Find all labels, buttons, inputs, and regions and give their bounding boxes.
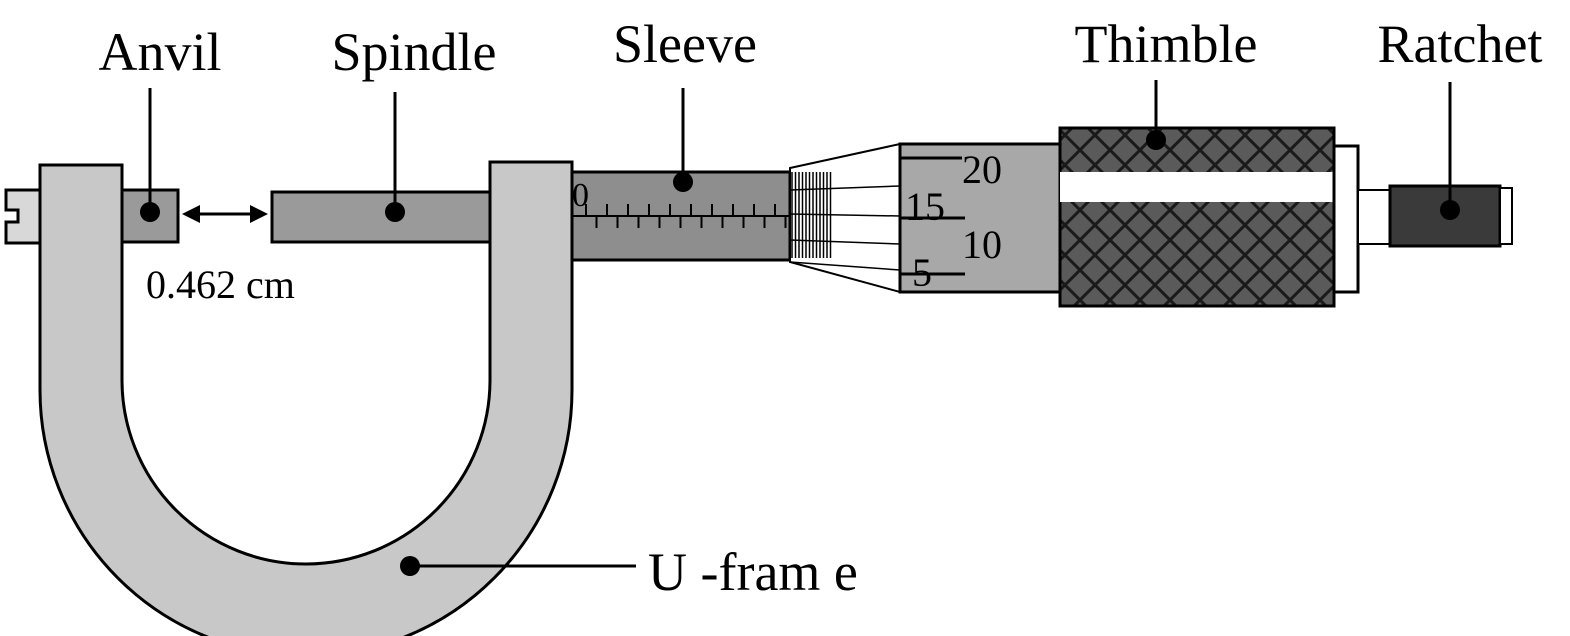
ratchet-collar	[1332, 144, 1360, 294]
frame-end-stub	[4, 188, 42, 245]
sleeve-label: Sleeve	[613, 14, 757, 74]
gap-measurement: 0.462 cm	[146, 262, 295, 307]
thimble-cone-line	[789, 239, 901, 245]
ratchet-end	[1499, 187, 1513, 245]
sleeve-ticks	[585, 204, 787, 228]
thimble-scale-15: 15	[905, 184, 945, 229]
thimble-grip-stripe	[1060, 172, 1334, 202]
gap-arrow	[182, 205, 268, 223]
u-frame-body	[38, 160, 574, 636]
u-frame-label: U -fram e	[648, 542, 858, 602]
thimble-scale-20: 20	[962, 147, 1002, 192]
thimble-scale-ticks	[900, 156, 965, 276]
ratchet-neck	[1357, 189, 1391, 245]
spindle-label: Spindle	[331, 22, 496, 82]
thimble-scale-10: 10	[962, 222, 1002, 267]
anvil-label: Anvil	[98, 22, 221, 82]
thimble-label: Thimble	[1075, 14, 1258, 74]
thimble-cone-line	[789, 213, 901, 217]
thimble-cone-line	[789, 261, 901, 271]
thimble-grip	[1058, 126, 1336, 308]
leader-lines	[148, 80, 1452, 568]
thimble-cone-lines	[789, 185, 901, 271]
ratchet-label: Ratchet	[1378, 14, 1543, 74]
spindle	[270, 190, 492, 244]
thimble-scale-5: 5	[912, 250, 932, 295]
label-dots	[140, 130, 1460, 576]
thimble-cone-hatch	[791, 172, 832, 258]
thimble-cone-line	[789, 185, 901, 191]
sleeve-zero-label: 0	[572, 177, 589, 214]
